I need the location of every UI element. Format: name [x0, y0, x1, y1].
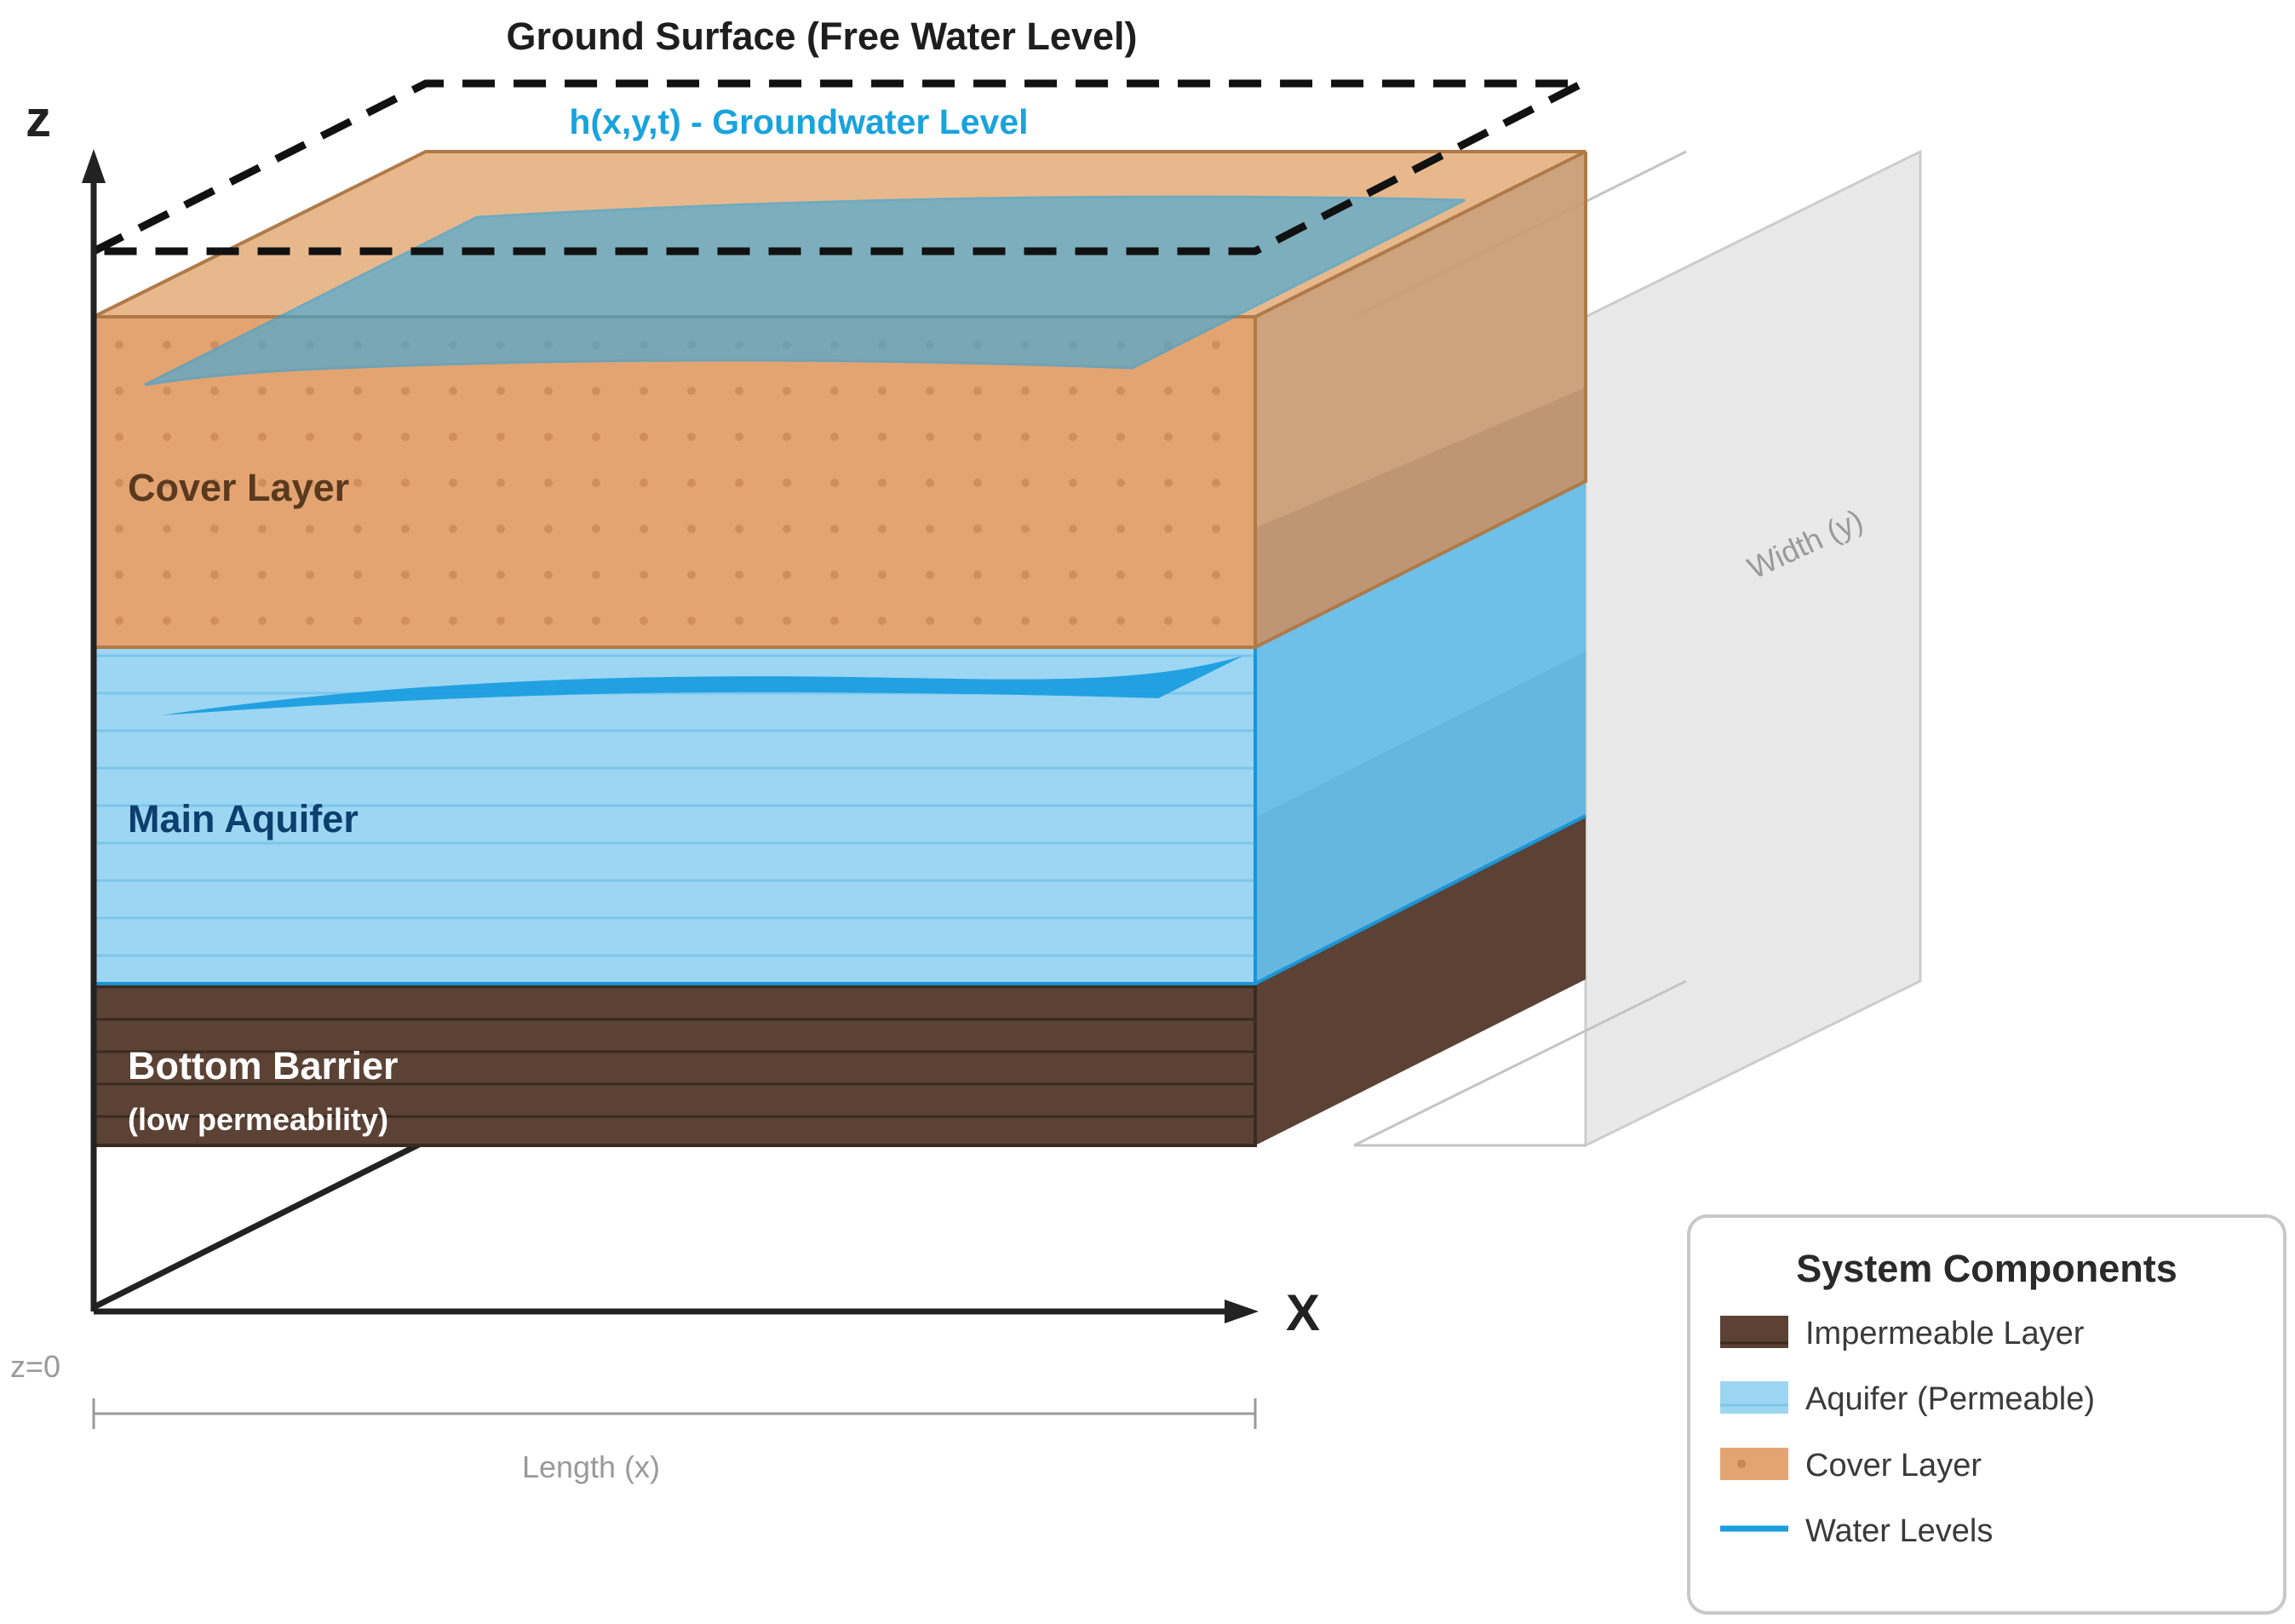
aquifer-water-level — [162, 656, 1243, 715]
depth-axis-line — [92, 1138, 427, 1311]
length-dimension — [92, 1398, 1257, 1429]
legend-item-aquifer: Aquifer (Permeable) — [1720, 1381, 2095, 1417]
barrier-layer-label: Bottom Barrier — [128, 1044, 399, 1087]
legend-title: System Components — [1796, 1247, 2177, 1290]
aquifer-layer — [92, 481, 1586, 985]
legend-item-label: Water Levels — [1805, 1513, 1993, 1549]
cover-layer — [92, 150, 1587, 649]
length-label: Length (x) — [522, 1449, 660, 1484]
legend-item-label: Impermeable Layer — [1805, 1316, 2085, 1351]
legend: System Components Impermeable Layer Aqui… — [1687, 1214, 2286, 1615]
legend-item-impermeable: Impermeable Layer — [1720, 1316, 2085, 1351]
axes — [82, 149, 1259, 1323]
z-axis-arrowhead — [82, 149, 106, 183]
barrier-layer-subtitle: (low permeability) — [128, 1102, 388, 1137]
z-origin-label: z=0 — [10, 1349, 60, 1384]
legend-item-water-levels: Water Levels — [1720, 1513, 1993, 1549]
legend-item-label: Aquifer (Permeable) — [1805, 1381, 2095, 1417]
x-axis-arrowhead — [1225, 1300, 1259, 1323]
legend-item-label: Cover Layer — [1805, 1448, 1982, 1483]
groundwater-surface — [144, 195, 1466, 387]
legend-item-cover: Cover Layer — [1720, 1448, 1982, 1483]
x-axis-label: X — [1286, 1284, 1320, 1341]
barrier-layer — [92, 816, 1586, 1147]
z-axis-label: z — [26, 90, 51, 147]
groundwater-level-label: h(x,y,t) - Groundwater Level — [569, 102, 1028, 141]
legend-box — [1687, 1214, 2286, 1615]
aquifer-layer-label: Main Aquifer — [128, 797, 359, 841]
cover-layer-label: Cover Layer — [128, 466, 349, 509]
ground-surface-label: Ground Surface (Free Water Level) — [506, 14, 1137, 58]
